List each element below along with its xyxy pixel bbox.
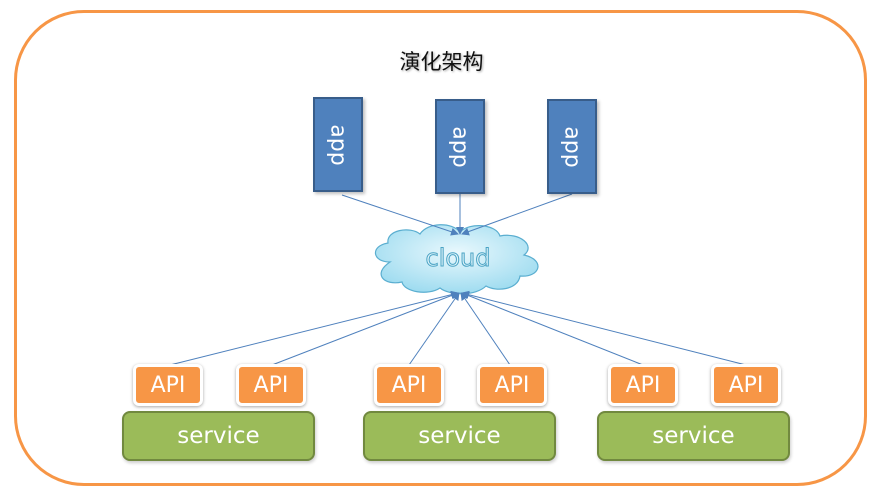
- app-box[interactable]: app: [313, 97, 363, 192]
- connector-app1-cloud: [341, 194, 459, 236]
- app-label: app: [325, 123, 351, 166]
- connector-api6-cloud: [461, 290, 747, 366]
- service-box[interactable]: service: [122, 411, 315, 461]
- connector-api4-cloud: [460, 292, 511, 366]
- service-box[interactable]: service: [597, 411, 790, 461]
- connector-api5-cloud: [461, 291, 644, 366]
- app-box[interactable]: app: [435, 99, 485, 194]
- api-box[interactable]: API: [374, 364, 444, 406]
- app-label: app: [447, 125, 473, 168]
- service-box[interactable]: service: [363, 411, 556, 461]
- connector-api3-cloud: [408, 292, 460, 366]
- api-box[interactable]: API: [236, 364, 306, 406]
- api-box[interactable]: API: [477, 364, 547, 406]
- api-box[interactable]: API: [711, 364, 781, 406]
- connector-api2-cloud: [271, 291, 459, 366]
- diagram-title: 演化架构: [399, 50, 484, 74]
- cloud-shape: [374, 224, 539, 295]
- diagram-frame: [14, 10, 867, 486]
- cloud-label: cloud: [425, 244, 491, 273]
- connector-app3-cloud: [461, 193, 573, 236]
- app-label: app: [559, 125, 585, 168]
- app-box[interactable]: app: [547, 99, 597, 194]
- connector-api1-cloud: [169, 290, 459, 366]
- api-box[interactable]: API: [133, 364, 203, 406]
- api-box[interactable]: API: [608, 364, 678, 406]
